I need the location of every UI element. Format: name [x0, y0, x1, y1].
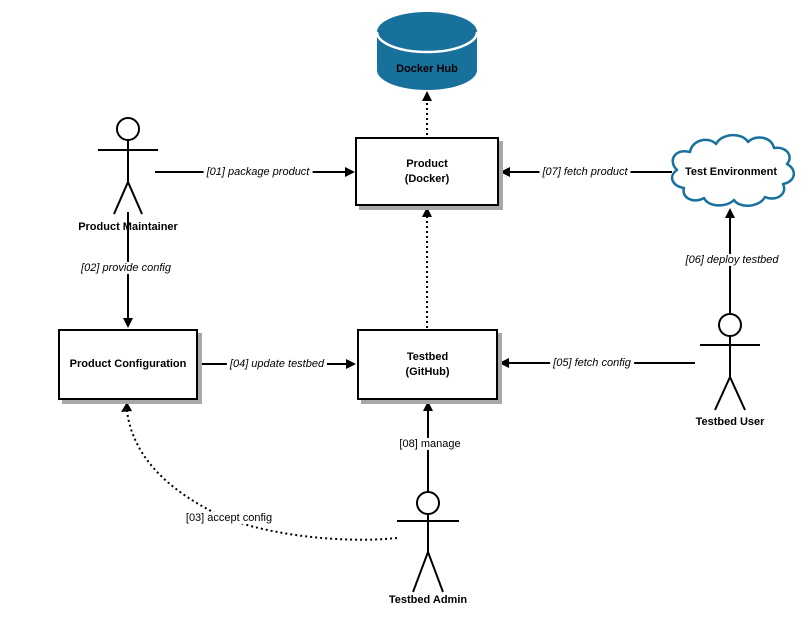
node-label: Product (Docker)	[405, 157, 450, 187]
actor-head	[718, 313, 742, 337]
docker-hub-label: Docker Hub	[396, 62, 458, 75]
node-product-configuration: Product Configuration	[58, 329, 198, 400]
node-label-line2: (GitHub)	[405, 365, 450, 378]
test-environment-label: Test Environment	[684, 165, 778, 178]
arrowhead-left	[499, 358, 509, 368]
arrowhead-right	[346, 359, 356, 369]
arrowhead-down	[123, 318, 133, 328]
cloud-outline	[670, 133, 795, 207]
testbed-admin-label: Testbed Admin	[388, 593, 468, 606]
actor-testbed-user	[700, 313, 760, 411]
database-top-arc	[375, 31, 479, 54]
edge-product-to-docker-hub-dotted	[422, 91, 432, 135]
test-environment-cloud-shape	[670, 133, 795, 207]
edge-label-04: [04] update testbed	[226, 357, 328, 371]
edge-label-01: [01] package product	[203, 165, 313, 179]
edge-08-manage	[423, 401, 433, 492]
arrowhead-up	[423, 401, 433, 411]
edge-label-05: [05] fetch config	[550, 356, 634, 370]
actor-leg-right	[427, 551, 444, 593]
arrowhead-up	[422, 91, 432, 101]
actor-head	[416, 491, 440, 515]
edge-label-03: [03] accept config	[182, 511, 276, 525]
docker-hub-database-shape	[375, 12, 479, 90]
actor-leg-left	[113, 181, 129, 215]
product-maintainer-label: Product Maintainer	[78, 220, 178, 233]
arrowhead-right	[345, 167, 355, 177]
node-label-line1: Product	[406, 157, 448, 170]
actor-leg-right	[729, 376, 746, 411]
edge-label-06: [06] deploy testbed	[682, 253, 782, 267]
node-label-line1: Testbed	[406, 350, 449, 363]
actor-testbed-admin	[397, 491, 459, 593]
testbed-user-label: Testbed User	[695, 415, 765, 428]
actor-head	[116, 117, 140, 141]
node-testbed-github: Testbed (GitHub)	[357, 329, 498, 400]
actor-leg-left	[714, 376, 731, 411]
node-product-docker: Product (Docker)	[355, 137, 499, 206]
edge-curve	[126, 410, 398, 541]
actor-product-maintainer	[98, 117, 158, 215]
edge-label-08: [08] manage	[396, 437, 464, 451]
arrowhead-up	[422, 207, 432, 217]
edge-testbed-to-product-dotted	[422, 207, 432, 328]
node-label-line2: (Docker)	[404, 172, 450, 185]
arrowhead-up	[725, 208, 735, 218]
edge-label-02: [02] provide config	[78, 261, 174, 275]
node-label: Product Configuration	[69, 358, 187, 371]
edge-03-accept-config-dotted	[121, 402, 398, 541]
node-label: Testbed (GitHub)	[406, 350, 450, 380]
arrowhead-left	[500, 167, 510, 177]
edge-label-07: [07] fetch product	[539, 165, 631, 179]
arrowhead-up	[121, 402, 132, 412]
actor-leg-right	[127, 181, 143, 215]
actor-leg-left	[412, 551, 429, 593]
